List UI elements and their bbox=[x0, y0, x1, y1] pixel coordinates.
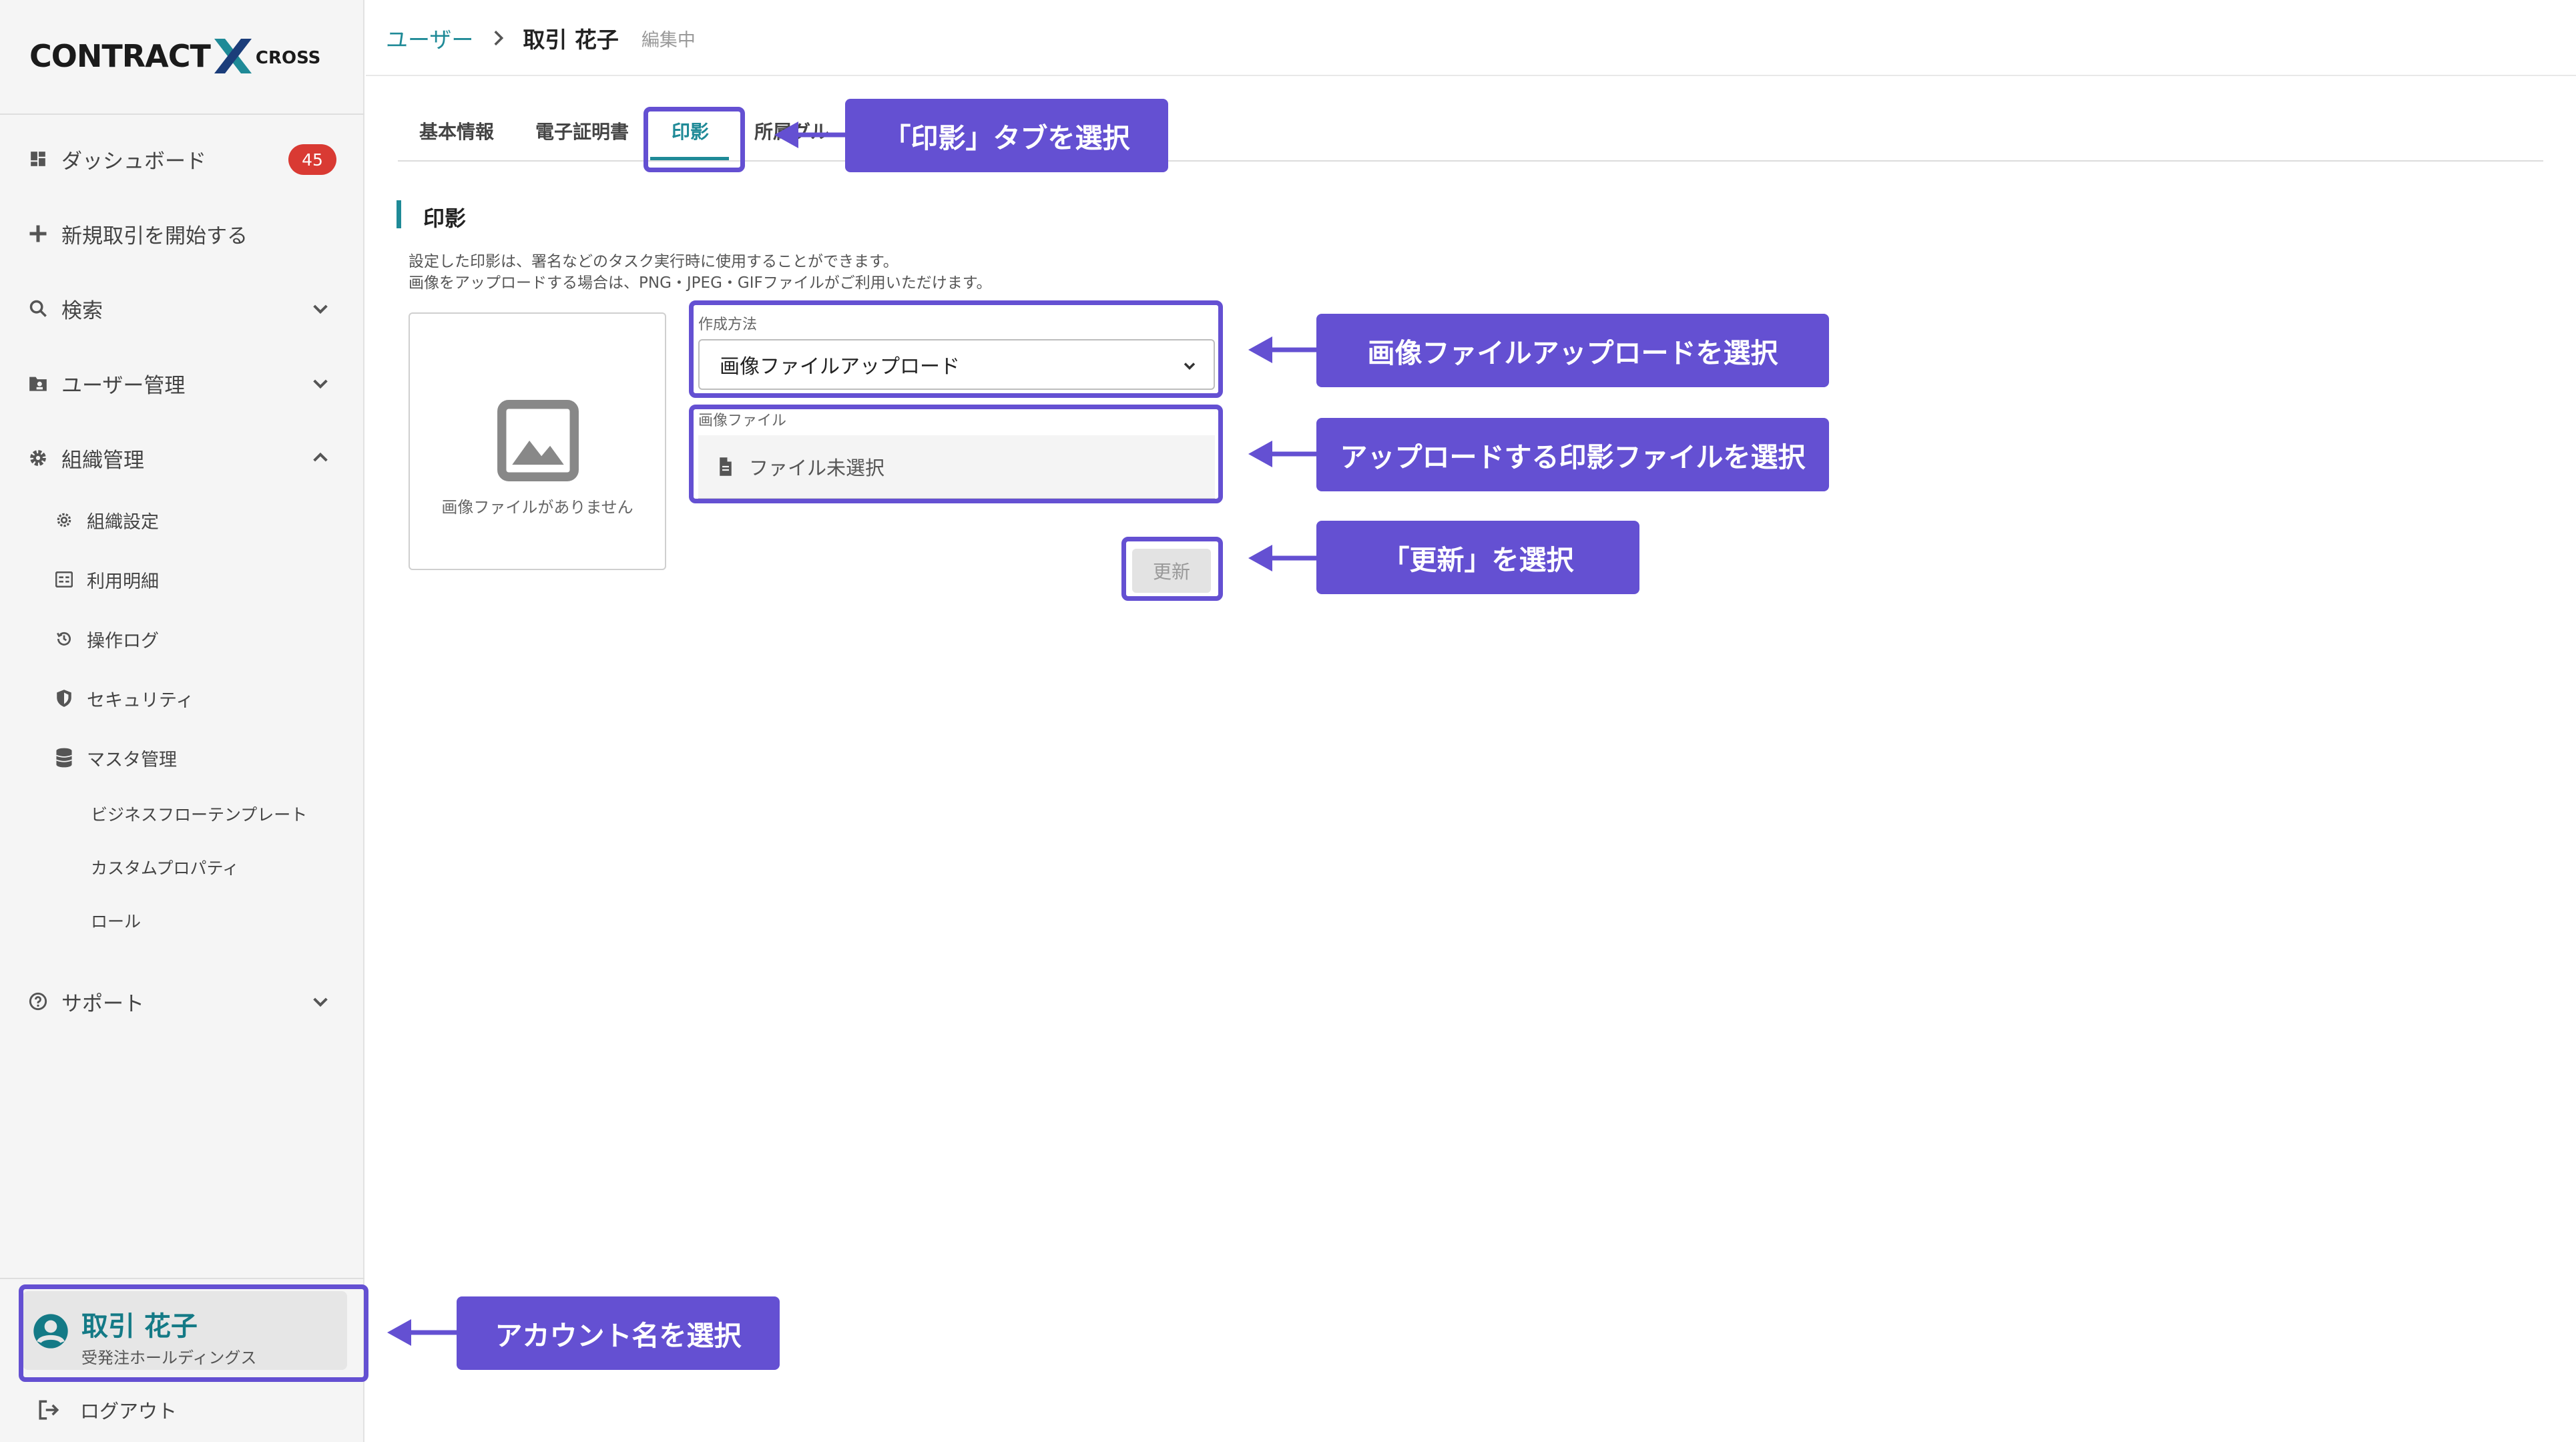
shield-icon bbox=[53, 688, 75, 709]
breadcrumb: ユーザー 取引 花子 編集中 bbox=[386, 21, 696, 55]
brand-logo[interactable]: CONTRACT CROSS bbox=[29, 36, 320, 76]
sidebar-subitem-role[interactable]: ロール bbox=[91, 905, 141, 936]
preview-empty-text: 画像ファイルがありません bbox=[410, 494, 665, 517]
creation-method-value: 画像ファイルアップロード bbox=[720, 350, 960, 379]
logout-button[interactable]: ログアウト bbox=[37, 1393, 177, 1427]
sidebar-item-label: ユーザー管理 bbox=[61, 369, 185, 399]
sidebar-item-new-deal[interactable]: 新規取引を開始する bbox=[27, 214, 338, 254]
sidebar-subitem-label: 組織設定 bbox=[87, 507, 159, 533]
method-callout: 画像ファイルアップロードを選択 bbox=[1316, 314, 1829, 387]
section-title: 印影 bbox=[423, 202, 466, 232]
sidebar-item-dashboard[interactable]: ダッシュボード 45 bbox=[27, 139, 338, 179]
arrow-left-icon bbox=[387, 1318, 461, 1347]
file-input-value: ファイル未選択 bbox=[749, 453, 884, 481]
sidebar-subitem-usage-details[interactable]: 利用明細 bbox=[53, 563, 159, 596]
folder-user-icon bbox=[27, 372, 49, 395]
plus-icon bbox=[27, 222, 49, 245]
sidebar-subitem-label: マスタ管理 bbox=[87, 745, 177, 771]
update-callout: 「更新」を選択 bbox=[1316, 521, 1639, 594]
sidebar-item-label: ダッシュボード bbox=[61, 144, 206, 174]
section-description: 画像をアップロードする場合は、PNG・JPEG・GIFファイルがご利用いただけま… bbox=[409, 270, 991, 292]
account-button[interactable]: 取引 花子 受発注ホールディングス bbox=[23, 1291, 347, 1370]
update-button[interactable]: 更新 bbox=[1132, 549, 1211, 593]
sidebar-divider bbox=[0, 113, 364, 115]
section-description: 設定した印影は、署名などのタスク実行時に使用することができます。 bbox=[409, 248, 898, 271]
sidebar-subitem-master-management[interactable]: マスタ管理 bbox=[53, 741, 177, 774]
database-icon bbox=[53, 747, 75, 768]
sidebar-item-label: 検索 bbox=[61, 294, 103, 324]
gear-outline-icon bbox=[53, 509, 75, 531]
sidebar-item-user-management[interactable]: ユーザー管理 bbox=[27, 363, 338, 403]
receipt-icon bbox=[53, 569, 75, 590]
account-name: 取引 花子 bbox=[81, 1304, 198, 1343]
creation-method-select[interactable]: 画像ファイルアップロード bbox=[698, 339, 1215, 390]
chevron-down-icon bbox=[310, 298, 331, 319]
help-circle-icon bbox=[27, 990, 49, 1013]
dashboard-icon bbox=[27, 148, 49, 170]
breadcrumb-current: 取引 花子 bbox=[523, 22, 619, 54]
sidebar-subitem-custom-property[interactable]: カスタムプロパティ bbox=[91, 852, 239, 883]
sidebar-item-label: サポート bbox=[61, 987, 144, 1017]
file-callout: アップロードする印影ファイルを選択 bbox=[1316, 418, 1829, 491]
active-tab-indicator bbox=[650, 157, 729, 160]
chevron-right-icon bbox=[487, 27, 509, 49]
file-label: 画像ファイル bbox=[698, 409, 786, 430]
sidebar-divider bbox=[0, 1278, 364, 1279]
sidebar-subitem-security[interactable]: セキュリティ bbox=[53, 682, 194, 715]
section-accent-bar bbox=[397, 200, 401, 228]
image-placeholder-icon bbox=[497, 399, 579, 482]
arrow-left-icon bbox=[1248, 439, 1322, 469]
file-icon bbox=[716, 457, 736, 477]
seal-preview: 画像ファイルがありません bbox=[409, 312, 666, 570]
chevron-up-icon bbox=[310, 447, 331, 469]
arrow-left-icon bbox=[1248, 543, 1322, 573]
logout-icon bbox=[37, 1399, 60, 1421]
sidebar-subitem-label: セキュリティ bbox=[87, 686, 194, 712]
sidebar-item-label: 組織管理 bbox=[61, 443, 144, 473]
sidebar: CONTRACT CROSS ダッシュボード 45 新規取引を開始する 検索 ユ… bbox=[0, 0, 364, 1442]
breadcrumb-link-users[interactable]: ユーザー bbox=[386, 22, 473, 54]
tab-seal[interactable]: 印影 bbox=[672, 117, 709, 148]
tab-basic-info[interactable]: 基本情報 bbox=[419, 117, 494, 148]
sidebar-subitem-org-settings[interactable]: 組織設定 bbox=[53, 503, 159, 537]
page-header: ユーザー 取引 花子 編集中 bbox=[366, 0, 2576, 76]
chevron-down-icon bbox=[1180, 356, 1199, 375]
sidebar-item-org-management[interactable]: 組織管理 bbox=[27, 438, 338, 478]
history-icon bbox=[53, 628, 75, 650]
tab-callout: 「印影」タブを選択 bbox=[845, 99, 1168, 172]
logo-main-text: CONTRACT bbox=[29, 38, 210, 74]
logout-label: ログアウト bbox=[80, 1396, 177, 1424]
sidebar-item-label: 新規取引を開始する bbox=[61, 219, 248, 249]
sidebar-subitem-label: ロール bbox=[91, 909, 141, 933]
search-icon bbox=[27, 297, 49, 320]
account-callout: アカウント名を選択 bbox=[457, 1296, 780, 1370]
gear-icon bbox=[27, 447, 49, 469]
sidebar-item-support[interactable]: サポート bbox=[27, 981, 338, 1021]
chevron-down-icon bbox=[310, 373, 331, 394]
account-organization: 受発注ホールディングス bbox=[81, 1345, 256, 1368]
account-circle-icon bbox=[32, 1312, 69, 1350]
sidebar-subitem-business-flow-template[interactable]: ビジネスフローテンプレート bbox=[91, 798, 307, 829]
logo-x-mark bbox=[212, 36, 254, 76]
sidebar-subitem-activity-log[interactable]: 操作ログ bbox=[53, 622, 159, 656]
arrow-left-icon bbox=[1248, 335, 1322, 365]
tab-bar: 基本情報 電子証明書 印影 所属グル bbox=[398, 109, 2543, 162]
sidebar-subitem-label: 操作ログ bbox=[87, 626, 159, 652]
method-label: 作成方法 bbox=[698, 312, 757, 334]
arrow-left-icon bbox=[774, 120, 848, 150]
tab-digital-certificate[interactable]: 電子証明書 bbox=[535, 117, 629, 148]
sidebar-subitem-label: カスタムプロパティ bbox=[91, 855, 239, 879]
sidebar-subitem-label: 利用明細 bbox=[87, 567, 159, 593]
chevron-down-icon bbox=[310, 991, 331, 1012]
notification-badge: 45 bbox=[288, 144, 336, 175]
logo-sub-text: CROSS bbox=[256, 48, 321, 68]
edit-status: 編集中 bbox=[641, 25, 696, 51]
sidebar-item-search[interactable]: 検索 bbox=[27, 288, 338, 328]
sidebar-subitem-label: ビジネスフローテンプレート bbox=[91, 802, 307, 826]
image-file-input[interactable]: ファイル未選択 bbox=[698, 435, 1215, 499]
